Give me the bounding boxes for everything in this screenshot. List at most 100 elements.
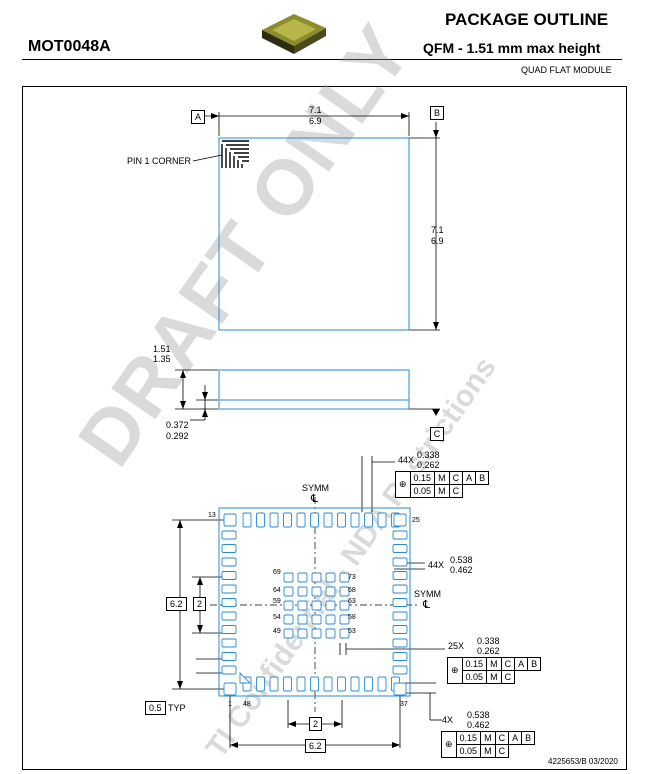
inner-pad (283, 628, 294, 639)
pad-width-count: 44X (398, 455, 415, 465)
pin-54: 54 (273, 614, 281, 621)
height-min: 6.9 (431, 236, 444, 246)
pad-left (221, 625, 237, 634)
pin-73: 73 (348, 574, 356, 581)
datum-b: B (430, 106, 444, 120)
inner-pad (325, 614, 336, 625)
pin-69: 69 (273, 569, 281, 576)
corner-min: 0.462 (467, 720, 490, 730)
document-id: MOT0048A (28, 38, 111, 55)
pad-bottom (269, 676, 279, 692)
inner-min: 0.262 (477, 646, 500, 656)
pad-bottom (350, 676, 360, 692)
inner-pad (339, 586, 350, 597)
inner-pad (297, 572, 308, 583)
side-height-max: 1.51 (153, 344, 171, 354)
pad-left (221, 557, 237, 567)
inner-pad (339, 600, 350, 611)
inner-count: 25X (448, 641, 465, 651)
pin-59: 59 (273, 598, 281, 605)
pad-top (323, 512, 333, 528)
span-v: 6.2 (166, 597, 187, 611)
inner-pad (283, 572, 294, 583)
inner-pad (311, 600, 322, 611)
document-title: PACKAGE OUTLINE (445, 10, 609, 29)
inner-max: 0.338 (477, 636, 500, 646)
pad-left (221, 638, 237, 648)
inner-pad (325, 600, 336, 611)
pin-1: 1 (228, 701, 232, 708)
position-icon: ⊕ (395, 471, 411, 498)
pad-corner (223, 513, 237, 527)
pad-bottom (256, 676, 265, 692)
height-max: 7.1 (431, 225, 444, 235)
pad-right (392, 544, 408, 553)
pad-top (377, 512, 387, 528)
span-h: 6.2 (305, 739, 326, 753)
pad-right (392, 571, 408, 580)
inner-pad (297, 600, 308, 611)
datum-c: C (430, 427, 444, 441)
pin1-label: PIN 1 CORNER (127, 156, 192, 166)
pad-left (221, 665, 237, 675)
pad-len-min: 0.462 (450, 565, 473, 575)
pitch-typ: TYP (168, 703, 186, 713)
pad-bottom (310, 676, 319, 692)
inner-pad (325, 628, 336, 639)
pad-right (392, 530, 408, 540)
pad-width-min: 0.262 (417, 460, 440, 470)
pad-top (364, 512, 373, 528)
pin-49: 49 (273, 628, 281, 635)
inner-pad (339, 614, 350, 625)
pad-top (256, 512, 265, 528)
centerline-right: ℄ (423, 599, 431, 611)
pad-top (283, 512, 292, 528)
inner-pad (325, 572, 336, 583)
pad-bottom (337, 676, 346, 692)
inner-pad (311, 628, 322, 639)
inner-v: 2 (193, 597, 207, 611)
pad-width-max: 0.338 (417, 450, 440, 460)
pad-bottom (364, 676, 373, 692)
pad-right (392, 598, 408, 607)
inner-pad (283, 586, 294, 597)
position-icon: ⊕ (447, 657, 463, 684)
pad-corner (393, 513, 407, 527)
pad-top (242, 512, 252, 528)
pin-53: 53 (348, 628, 356, 635)
pad-top (310, 512, 319, 528)
drawing-frame (22, 86, 627, 770)
pad-bottom (323, 676, 333, 692)
symm-top: SYMM (302, 483, 329, 493)
pad-len-max: 0.538 (450, 555, 473, 565)
pitch: 0.5 (145, 701, 166, 715)
pad-top (337, 512, 346, 528)
position-icon: ⊕ (441, 731, 457, 758)
inner-pad (283, 600, 294, 611)
pad-left (221, 584, 237, 594)
pin-64: 64 (273, 587, 281, 594)
pad-left (221, 652, 237, 661)
datum-a: A (191, 110, 205, 124)
standoff-max: 0.372 (166, 420, 189, 430)
package-photo (258, 6, 330, 58)
pad-left (221, 598, 237, 607)
pad-right (392, 611, 408, 621)
pad-right (392, 652, 408, 661)
pin-58: 58 (348, 614, 356, 621)
width-min: 6.9 (309, 116, 322, 126)
width-max: 7.1 (309, 105, 322, 115)
centerline-top: ℄ (311, 493, 319, 505)
pad-len-count: 44X (428, 560, 445, 570)
header-rule (22, 59, 622, 60)
pad-right (392, 625, 408, 634)
pad-top (269, 512, 279, 528)
inner-pad (297, 628, 308, 639)
inner-pad (339, 628, 350, 639)
pin-48: 48 (243, 701, 251, 708)
pin-63: 63 (348, 598, 356, 605)
